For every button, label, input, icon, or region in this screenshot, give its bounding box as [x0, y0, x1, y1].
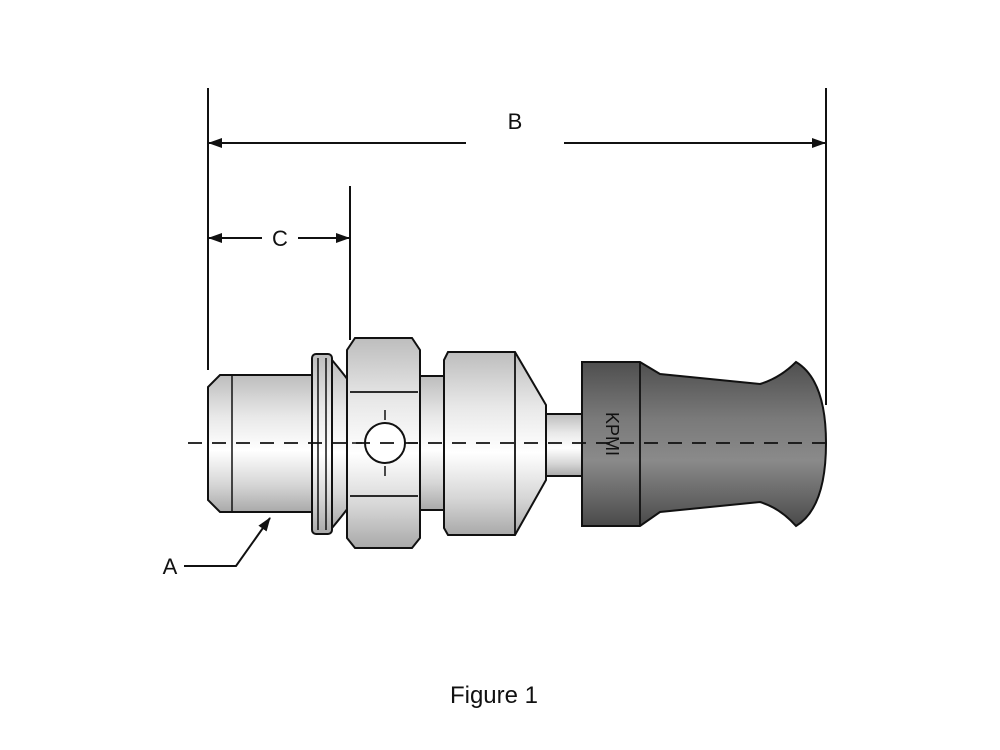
- flange-collar: [311, 353, 349, 535]
- callout-a: A: [163, 517, 271, 579]
- dimension-b-label: B: [508, 109, 523, 134]
- dimension-b: B: [208, 109, 826, 148]
- pin-shaft: [545, 413, 583, 477]
- callout-a-label: A: [163, 554, 178, 579]
- cylindrical-body: [443, 351, 547, 536]
- knob-head: KPMI: [581, 360, 828, 528]
- figure-caption: Figure 1: [450, 682, 538, 709]
- dimension-c-label: C: [272, 226, 288, 251]
- dimension-c: C: [208, 226, 350, 251]
- brand-mark: KPMI: [602, 412, 622, 456]
